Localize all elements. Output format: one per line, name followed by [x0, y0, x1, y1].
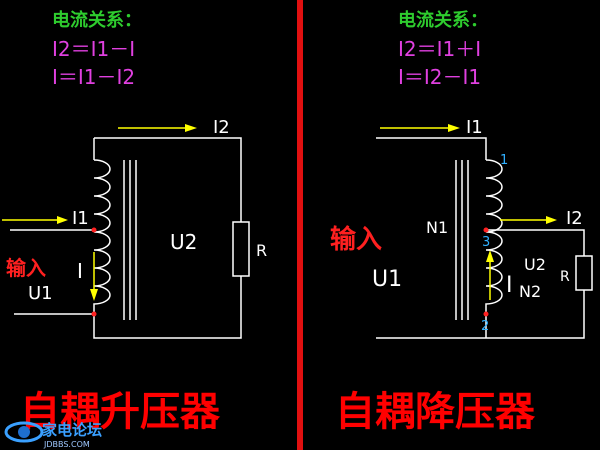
left-label-u1: U1	[28, 283, 53, 304]
right-arrow-i1-head	[448, 124, 460, 132]
right-node-dot-bottom	[483, 311, 489, 317]
right-wire-tap	[486, 229, 585, 256]
left-title: 自耦升压器	[20, 389, 221, 435]
left-formula-1: I2＝I1－I	[52, 37, 135, 61]
right-heading: 电流关系：	[398, 9, 488, 31]
left-node-dot-top	[91, 227, 97, 233]
logo-ball	[18, 426, 30, 438]
right-tap-2: 2	[481, 319, 489, 334]
right-label-i2: I2	[566, 208, 583, 229]
right-tap-1: 1	[500, 153, 508, 168]
right-arrow-i2-head	[546, 216, 557, 224]
left-resistor	[232, 221, 250, 277]
left-node-dot-bottom	[91, 311, 97, 317]
left-formula-2: I＝I1－I2	[52, 65, 135, 89]
left-label-r: R	[256, 241, 267, 260]
right-resistor	[575, 255, 593, 291]
right-panel: 电流关系： I2＝I1＋I I＝I2－I1	[330, 9, 593, 435]
right-core	[455, 160, 469, 320]
right-label-u2: U2	[524, 255, 546, 274]
left-panel: 电流关系： I2＝I1－I I＝I1－I2	[2, 9, 267, 435]
right-label-n2: N2	[519, 282, 541, 301]
logo-text: 家电论坛	[42, 421, 102, 439]
right-wire-input-top	[376, 137, 487, 160]
left-arrows	[2, 124, 197, 301]
center-divider	[297, 0, 303, 450]
site-logo: 家电论坛 JDBBS.COM	[4, 421, 102, 449]
left-wire-top	[94, 137, 242, 222]
right-wiring	[376, 137, 585, 339]
left-label-i: I	[77, 259, 83, 283]
left-heading: 电流关系：	[52, 9, 142, 31]
left-core	[123, 160, 137, 320]
left-label-i2: I2	[213, 117, 230, 138]
right-label-i1: I1	[466, 117, 483, 138]
left-arrow-i1-head	[57, 216, 68, 224]
right-label-u1: U1	[372, 267, 402, 292]
right-label-r: R	[560, 269, 570, 285]
left-label-i1: I1	[72, 208, 89, 229]
right-arrows	[380, 124, 557, 300]
logo-swoosh	[4, 421, 44, 443]
right-tap-3: 3	[482, 235, 490, 250]
right-formula-2: I＝I2－I1	[398, 65, 481, 89]
left-arrow-i2-head	[185, 124, 197, 132]
left-arrow-i-head	[90, 289, 98, 301]
right-title: 自耦降压器	[335, 389, 536, 435]
left-label-input: 输入	[6, 256, 46, 280]
left-label-u2: U2	[170, 230, 197, 254]
left-wire-bottom	[93, 276, 242, 339]
right-formula-1: I2＝I1＋I	[398, 37, 481, 61]
right-node-dot-tap	[483, 227, 489, 233]
right-label-i: I	[506, 273, 513, 298]
right-label-n1: N1	[426, 218, 448, 237]
right-wire-input-bottom	[376, 290, 585, 339]
right-arrow-i-head	[486, 250, 494, 262]
right-label-input: 输入	[330, 224, 382, 255]
left-wiring	[10, 137, 242, 339]
logo-url: JDBBS.COM	[43, 440, 90, 449]
